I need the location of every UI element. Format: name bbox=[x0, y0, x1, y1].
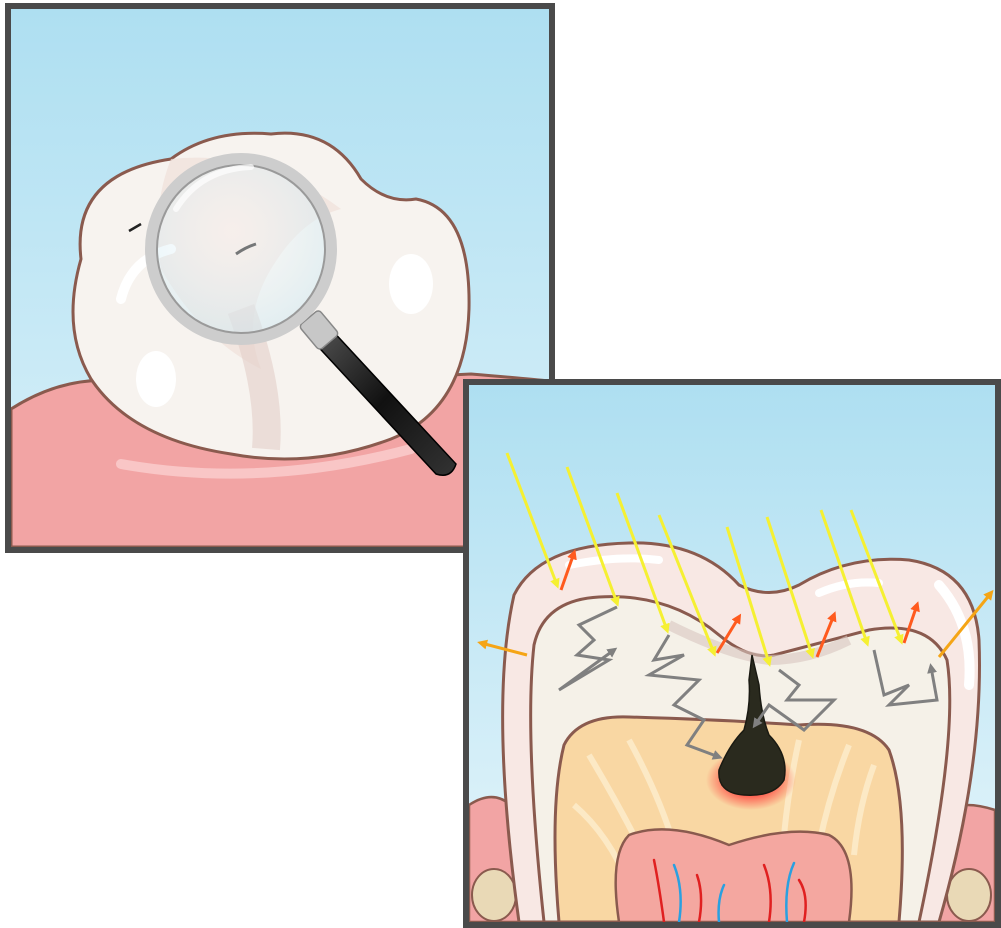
bone-left bbox=[472, 869, 516, 921]
bone-right bbox=[947, 869, 991, 921]
magnifier-lens bbox=[151, 159, 331, 339]
cross-section-view-panel bbox=[463, 379, 1001, 928]
crown-highlight bbox=[136, 351, 176, 407]
pulp-core bbox=[616, 829, 852, 922]
crown-highlight bbox=[389, 254, 433, 314]
cross-section-illustration bbox=[469, 385, 995, 922]
